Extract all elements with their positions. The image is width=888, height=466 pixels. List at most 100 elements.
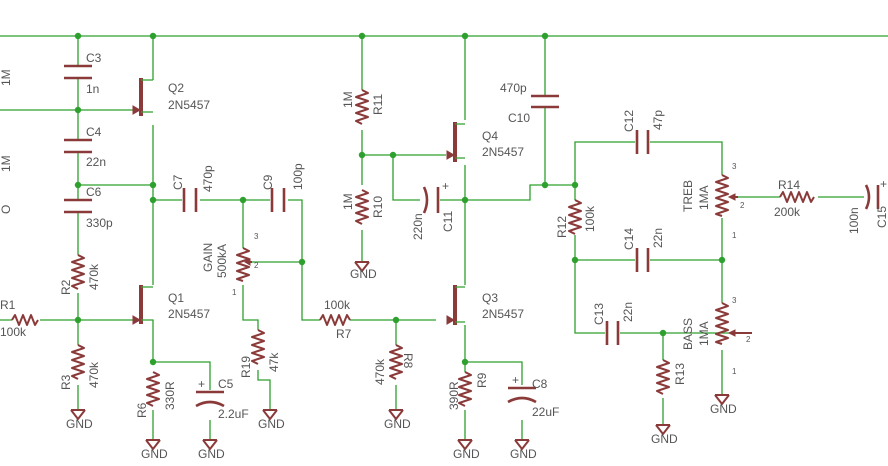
q2-part: 2N5457 [168, 98, 210, 112]
c15-plus: + [880, 177, 887, 191]
r14-name: R14 [778, 178, 800, 192]
c5-plus: + [198, 377, 205, 391]
ground-r6: GND [141, 439, 168, 461]
ground-r19: GND [258, 409, 285, 431]
capacitor-c4: C4 22n [64, 125, 106, 169]
r7-value: 100k [324, 298, 351, 312]
resistor-r9: 390R R9 [447, 371, 489, 410]
c4-name: C4 [86, 125, 102, 139]
bass-value: 1MA [697, 321, 711, 346]
capacitor-c11: + 220n C11 [411, 179, 455, 240]
r7-name: R7 [336, 327, 352, 341]
treble-pin3: 3 [732, 162, 737, 171]
r19-value: 47k [267, 352, 281, 372]
resistor-r2: R2 470k [59, 254, 101, 295]
r3-name: R3 [59, 374, 73, 390]
ground-r3: GND [66, 409, 93, 431]
gnd-label: GND [710, 402, 737, 416]
c11-name: C11 [441, 211, 455, 232]
capacitor-c13: C13 22n [592, 302, 635, 345]
r11-name: R11 [371, 94, 385, 115]
r13-name: R13 [673, 363, 687, 385]
c6-name: C6 [86, 185, 102, 199]
c3-value: 1n [86, 82, 99, 96]
r2-name: R2 [59, 279, 73, 295]
resistor-r3: R3 470k [59, 344, 101, 390]
treble-pin1: 1 [732, 231, 737, 240]
r10-name: R10 [371, 196, 385, 218]
left-resistor-value-b: 1M [0, 155, 13, 172]
c13-name: C13 [592, 303, 606, 325]
c8-plus: + [512, 373, 519, 387]
r3-value: 470k [87, 361, 101, 388]
bass-name: BASS [681, 318, 695, 350]
capacitor-c5: + C5 2.2uF [195, 377, 249, 421]
r14-value: 200k [774, 205, 801, 219]
q2-name: Q2 [168, 81, 184, 95]
resistor-r19: R19 47k [239, 329, 281, 378]
r19-name: R19 [239, 356, 253, 378]
c12-name: C12 [622, 110, 636, 132]
r10-value: 1M [341, 193, 355, 210]
potentiometer-treble: 3 2 1 TREB 1MA [681, 162, 745, 240]
ground-r9: GND [453, 439, 480, 461]
r6-name: R6 [135, 402, 149, 418]
r11-value: 1M [341, 91, 355, 108]
ground-r10: GND [350, 261, 377, 281]
resistor-r1: R1 100k [0, 298, 39, 339]
capacitor-c6: C6 330p [64, 185, 113, 230]
potentiometer-gain: 3 2 1 GAIN 500kA [201, 232, 259, 297]
bass-pin1: 1 [732, 367, 737, 376]
resistor-r8: 470k R8 [373, 344, 415, 385]
gnd-label: GND [66, 417, 93, 431]
r12-value: 100k [583, 205, 597, 232]
r12-name: R12 [555, 216, 569, 238]
transistor-q4: Q4 2N5457 [446, 122, 524, 162]
junctions [74, 32, 726, 366]
gnd-label: GND [384, 417, 411, 431]
resistor-r11: 1M R11 [341, 89, 385, 125]
c8-value: 22uF [532, 405, 559, 419]
r9-name: R9 [475, 372, 489, 388]
gnd-label: GND [258, 417, 285, 431]
r1-value-fragment: 100k [0, 325, 27, 339]
ground-r8: GND [384, 409, 411, 431]
c4-value: 22n [86, 155, 106, 169]
ground-c8: GND [510, 439, 537, 461]
ground-r13: GND [651, 424, 678, 446]
c12-value: 47p [651, 110, 665, 130]
wires [0, 35, 888, 440]
c8-name: C8 [532, 377, 548, 391]
r8-name: R8 [401, 353, 415, 369]
c6-value: 330p [86, 216, 113, 230]
gnd-label: GND [510, 447, 537, 461]
c15-value: 100n [847, 207, 861, 234]
gnd-label: GND [651, 432, 678, 446]
resistor-r12: R12 100k [555, 199, 597, 238]
c10-value: 470p [500, 81, 527, 95]
c11-value: 220n [411, 213, 425, 240]
potentiometer-bass: 3 2 1 BASS 1MA [681, 296, 752, 376]
gain-pin2: 2 [254, 261, 259, 270]
r2-value: 470k [87, 263, 101, 290]
c5-name: C5 [218, 377, 234, 391]
c11-plus: + [442, 179, 449, 193]
gain-pin1: 1 [232, 288, 237, 297]
transistor-q1: Q1 2N5457 [132, 285, 210, 330]
c13-value: 22n [621, 302, 635, 322]
r8-value: 470k [373, 358, 387, 385]
c10-name: C10 [508, 111, 530, 125]
treble-value: 1MA [697, 185, 711, 210]
c14-value: 22n [651, 228, 665, 248]
q1-part: 2N5457 [168, 307, 210, 321]
q1-name: Q1 [168, 291, 184, 305]
r9-value: 390R [447, 381, 461, 410]
capacitor-c7: C7 470p [171, 165, 215, 212]
capacitor-c14: C14 22n [622, 228, 665, 272]
c7-name: C7 [171, 174, 185, 190]
gnd-label: GND [141, 447, 168, 461]
gnd-label: GND [198, 447, 225, 461]
c15-name: C15 [875, 206, 888, 228]
r1-name-fragment: R1 [0, 298, 16, 312]
